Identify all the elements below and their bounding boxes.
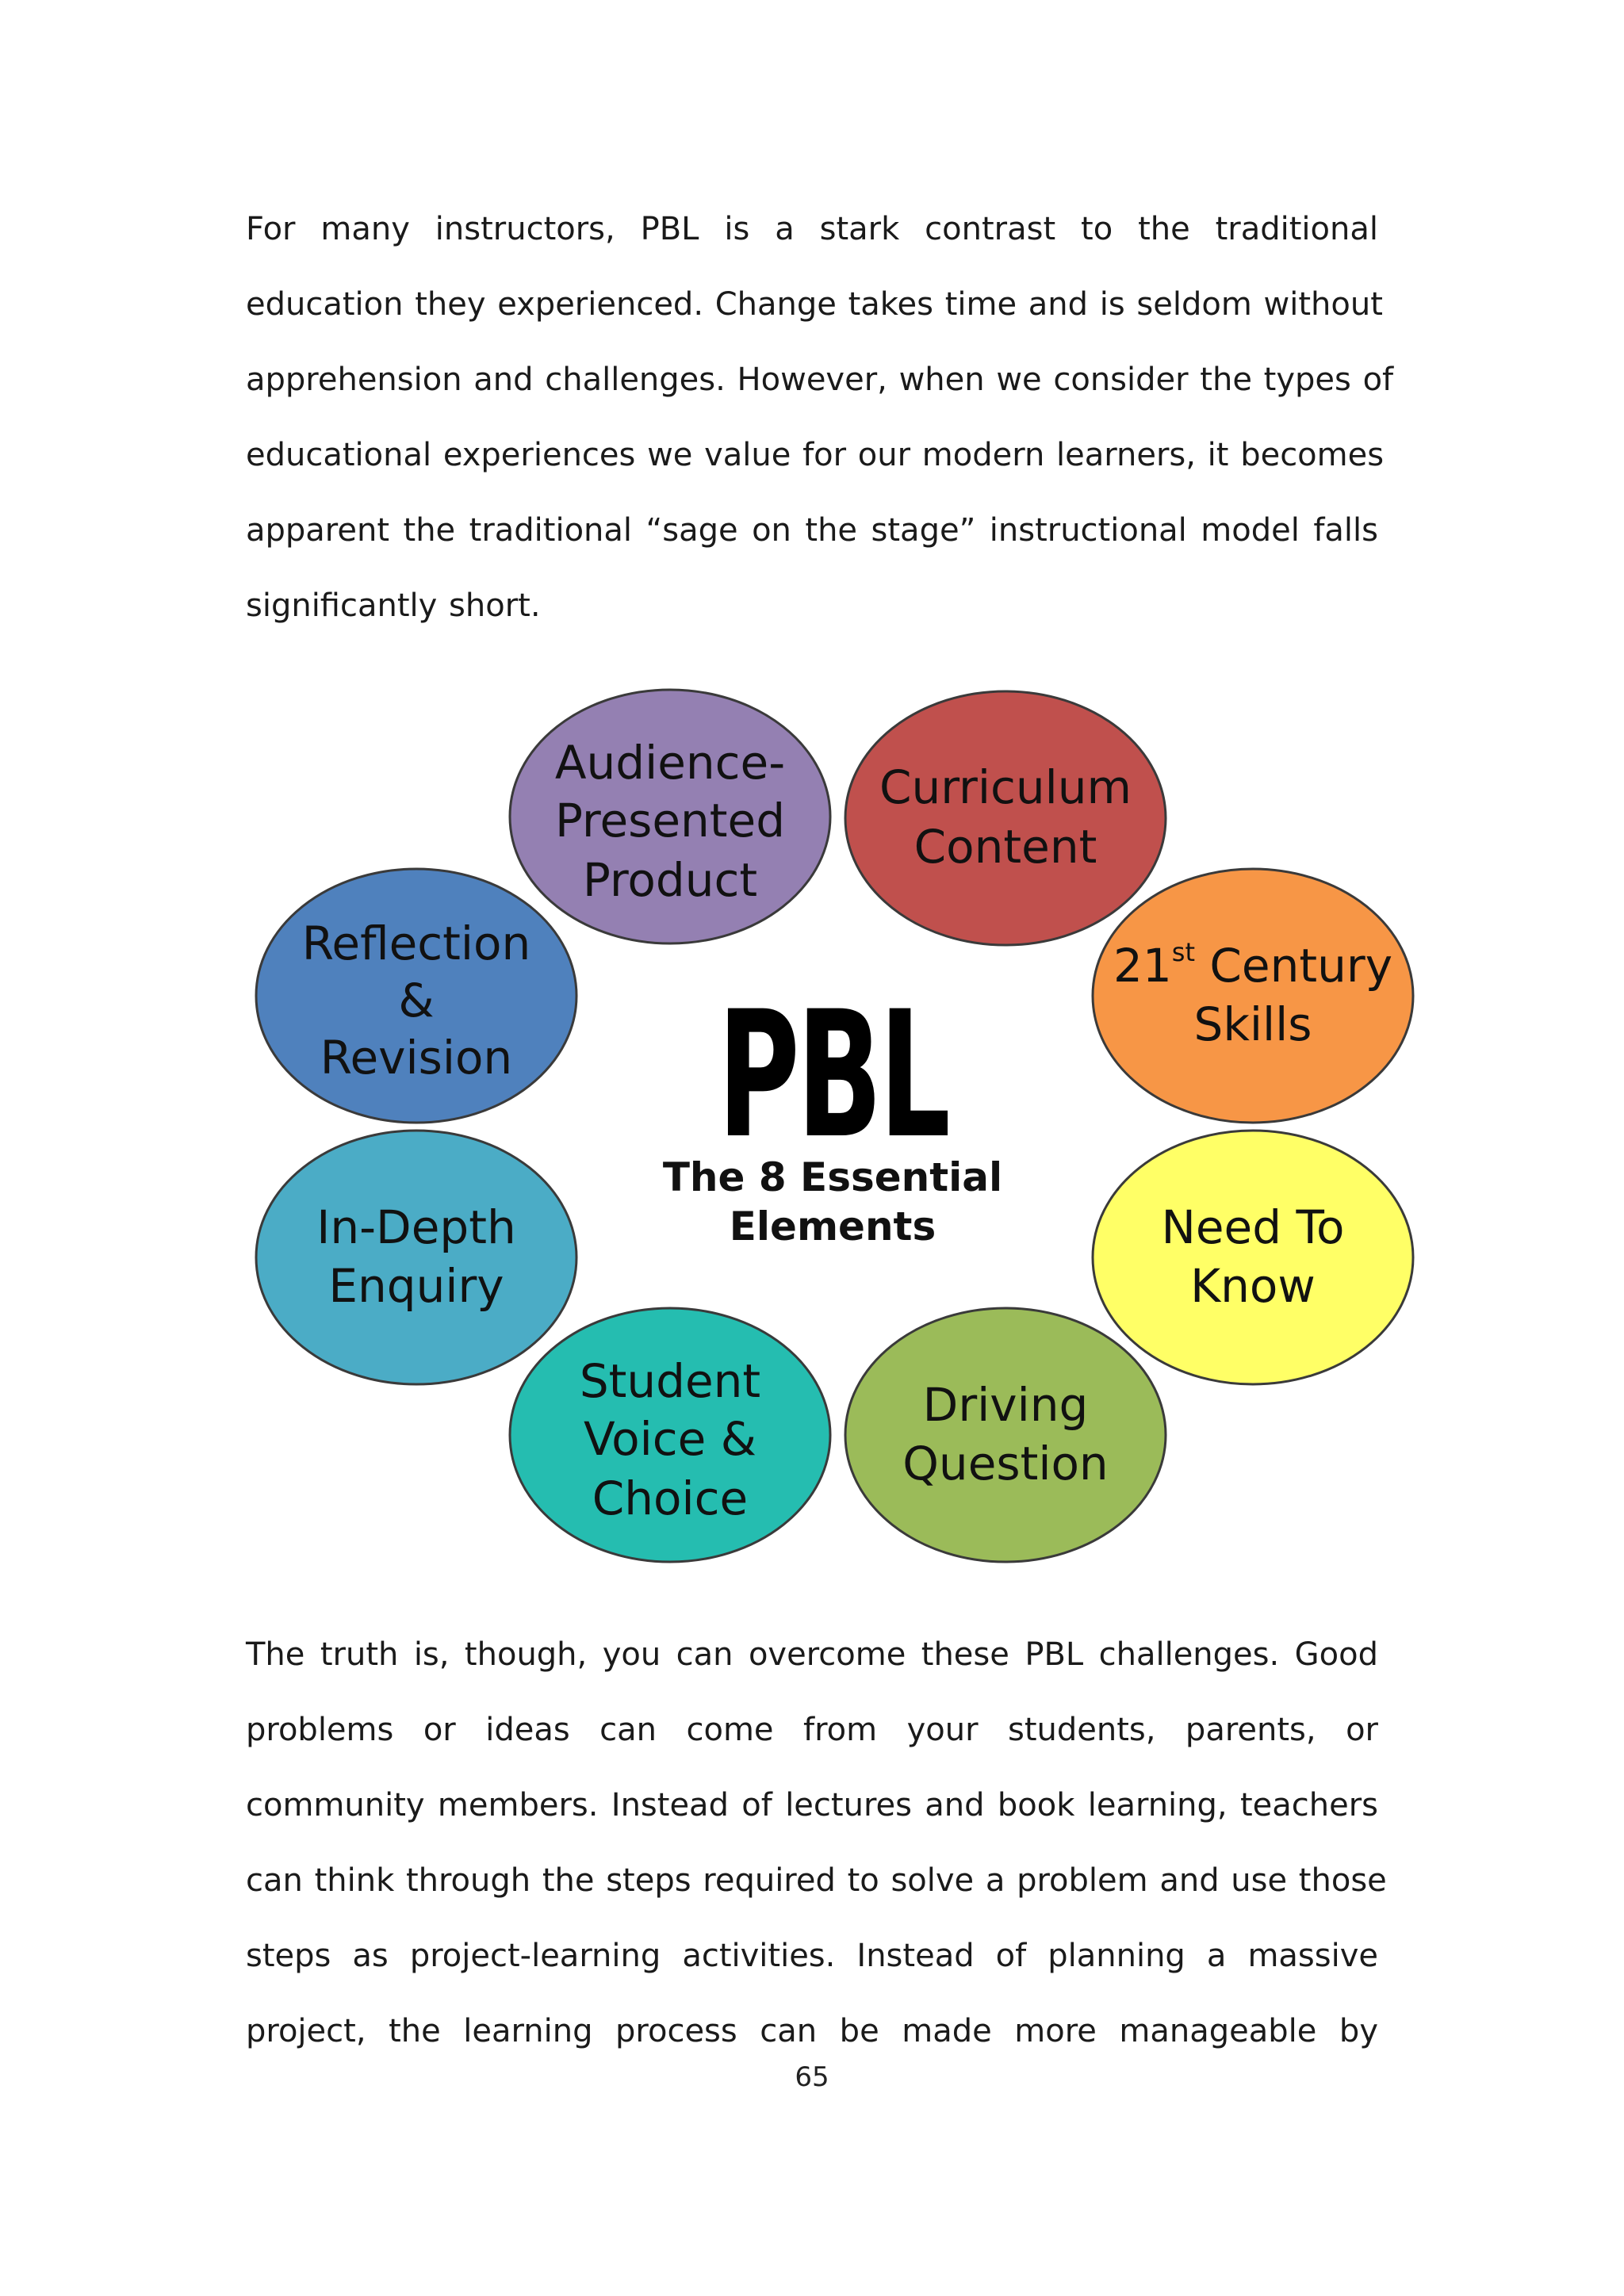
element-label-line: Revision bbox=[320, 1031, 512, 1085]
element-label-line: In-Depth bbox=[316, 1200, 515, 1254]
element-21st-century-skills: 21st Century Skills bbox=[1091, 867, 1415, 1124]
text-line: project, the learning process can be mad… bbox=[246, 2013, 1378, 2049]
element-label-line: Need To bbox=[1161, 1200, 1344, 1254]
element-label-line: 21st Century bbox=[1113, 937, 1392, 993]
page-number: 65 bbox=[795, 2061, 829, 2093]
pbl-diagram-svg: Audience- Presented Product Curriculum C… bbox=[255, 688, 1415, 1563]
text-line: significantly short. bbox=[246, 587, 541, 624]
text-line: educational experiences we value for our… bbox=[246, 437, 1385, 473]
text-line: apparent the traditional “sage on the st… bbox=[246, 512, 1378, 549]
element-label-line: Reflection bbox=[302, 916, 531, 970]
text-line: problems or ideas can come from your stu… bbox=[246, 1712, 1378, 1748]
element-label-line: Content bbox=[914, 820, 1097, 874]
element-label-line: Audience- bbox=[555, 736, 785, 790]
element-driving-question: Driving Question bbox=[844, 1307, 1167, 1563]
text-line: apprehension and challenges. However, wh… bbox=[246, 362, 1394, 398]
element-in-depth-enquiry: In-Depth Enquiry bbox=[255, 1129, 578, 1386]
text-line: For many instructors, PBL is a stark con… bbox=[246, 211, 1378, 247]
element-label-line: Enquiry bbox=[328, 1259, 504, 1313]
element-audience-presented-product: Audience- Presented Product bbox=[508, 688, 832, 945]
text-line: The truth is, though, you can overcome t… bbox=[246, 1636, 1378, 1673]
pbl-diagram: Audience- Presented Product Curriculum C… bbox=[246, 682, 1419, 1570]
paragraph-intro: For many instructors, PBL is a stark con… bbox=[246, 192, 1394, 644]
element-need-to-know: Need To Know bbox=[1091, 1129, 1415, 1386]
text-line: steps as project-learning activities. In… bbox=[246, 1938, 1378, 1974]
element-label-line: Curriculum bbox=[879, 760, 1132, 814]
text-line: community members. Instead of lectures a… bbox=[246, 1787, 1378, 1823]
pbl-center: PBL The 8 Essential Elements bbox=[663, 974, 1002, 1249]
pbl-subtitle-line: The 8 Essential bbox=[663, 1154, 1002, 1200]
element-curriculum-content: Curriculum Content bbox=[844, 690, 1167, 947]
element-label-line: Driving bbox=[923, 1378, 1089, 1432]
element-label-line: Choice bbox=[592, 1471, 748, 1525]
pbl-subtitle-line: Elements bbox=[730, 1203, 936, 1249]
element-label-line: Product bbox=[583, 853, 757, 907]
element-label-line: Know bbox=[1190, 1259, 1316, 1313]
text-line: education they experienced. Change takes… bbox=[246, 286, 1383, 323]
element-student-voice-choice: Student Voice & Choice bbox=[508, 1307, 832, 1563]
paragraph-body: The truth is, though, you can overcome t… bbox=[246, 1617, 1387, 2069]
pbl-title: PBL bbox=[718, 974, 948, 1177]
element-label-line: Presented bbox=[555, 794, 785, 848]
element-label-line: Question bbox=[902, 1437, 1108, 1490]
element-label-line: & bbox=[398, 974, 434, 1027]
element-label-line: Voice & bbox=[584, 1412, 756, 1466]
element-label-line: Skills bbox=[1194, 997, 1312, 1051]
element-reflection-revision: Reflection & Revision bbox=[255, 867, 578, 1124]
element-label-line: Student bbox=[580, 1354, 760, 1408]
text-line: can think through the steps required to … bbox=[246, 1862, 1387, 1899]
